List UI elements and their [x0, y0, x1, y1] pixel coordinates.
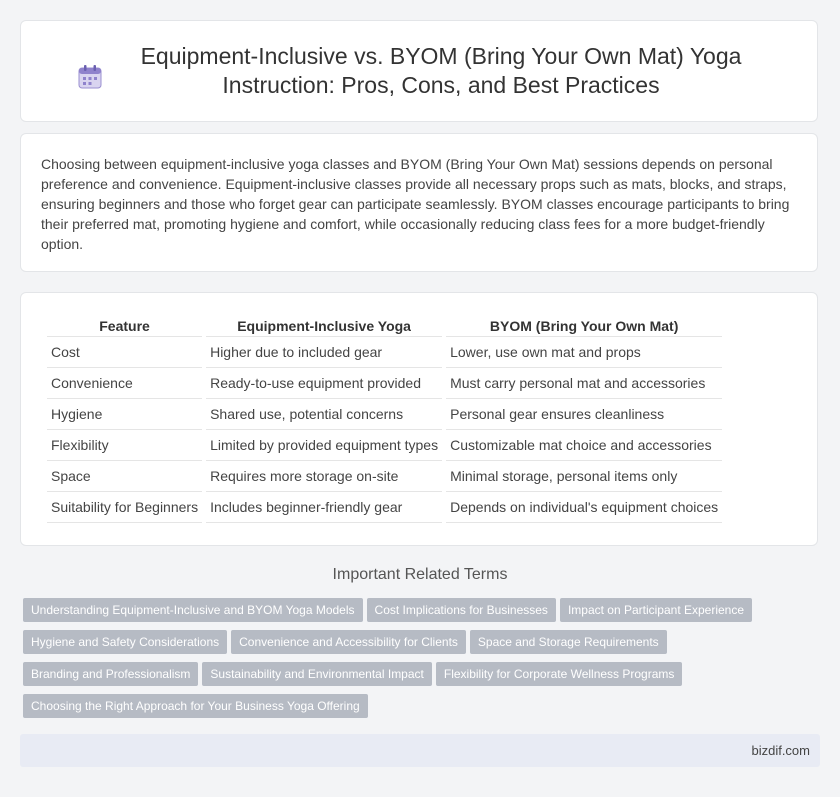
- table-cell: Cost: [47, 337, 203, 368]
- table-cell: Shared use, potential concerns: [206, 399, 443, 430]
- table-row: Flexibility Limited by provided equipmen…: [47, 430, 723, 461]
- table-cell: Minimal storage, personal items only: [446, 461, 723, 492]
- related-term-tag[interactable]: Cost Implications for Businesses: [366, 598, 556, 622]
- table-cell: Customizable mat choice and accessories: [446, 430, 723, 461]
- intro-text: Choosing between equipment-inclusive yog…: [41, 156, 790, 252]
- table-cell: Space: [47, 461, 203, 492]
- related-term-tag[interactable]: Flexibility for Corporate Wellness Progr…: [435, 662, 683, 686]
- table-cell: Ready-to-use equipment provided: [206, 368, 443, 399]
- related-term-tag[interactable]: Hygiene and Safety Considerations: [23, 630, 228, 654]
- title-card: Equipment-Inclusive vs. BYOM (Bring Your…: [20, 20, 818, 122]
- table-cell: Hygiene: [47, 399, 203, 430]
- calendar-icon: [78, 65, 102, 89]
- table-cell: Personal gear ensures cleanliness: [446, 399, 723, 430]
- table-cell: Convenience: [47, 368, 203, 399]
- table-row: Hygiene Shared use, potential concerns P…: [47, 399, 723, 430]
- table-row: Suitability for Beginners Includes begin…: [47, 492, 723, 523]
- header-equipment-inclusive: Equipment-Inclusive Yoga: [206, 313, 443, 337]
- comparison-table: Feature Equipment-Inclusive Yoga BYOM (B…: [43, 313, 726, 523]
- footer: bizdif.com: [20, 734, 820, 767]
- table-cell: Includes beginner-friendly gear: [206, 492, 443, 523]
- table-cell: Depends on individual's equipment choice…: [446, 492, 723, 523]
- table-cell: Limited by provided equipment types: [206, 430, 443, 461]
- related-term-tag[interactable]: Impact on Participant Experience: [559, 598, 753, 622]
- footer-site-link[interactable]: bizdif.com: [751, 743, 810, 758]
- related-term-tag[interactable]: Understanding Equipment-Inclusive and BY…: [23, 598, 363, 622]
- table-cell: Must carry personal mat and accessories: [446, 368, 723, 399]
- table-row: Space Requires more storage on-site Mini…: [47, 461, 723, 492]
- related-term-tag[interactable]: Sustainability and Environmental Impact: [202, 662, 432, 686]
- header-byom: BYOM (Bring Your Own Mat): [446, 313, 723, 337]
- comparison-card: Feature Equipment-Inclusive Yoga BYOM (B…: [20, 292, 818, 546]
- related-term-tag[interactable]: Convenience and Accessibility for Client…: [231, 630, 466, 654]
- table-cell: Flexibility: [47, 430, 203, 461]
- table-cell: Lower, use own mat and props: [446, 337, 723, 368]
- related-terms-heading: Important Related Terms: [332, 566, 508, 583]
- header-feature: Feature: [47, 313, 203, 337]
- related-term-tag[interactable]: Choosing the Right Approach for Your Bus…: [23, 694, 368, 718]
- table-cell: Higher due to included gear: [206, 337, 443, 368]
- title-wrap: Equipment-Inclusive vs. BYOM (Bring Your…: [77, 42, 761, 100]
- table-cell: Suitability for Beginners: [47, 492, 203, 523]
- table-row: Cost Higher due to included gear Lower, …: [47, 337, 723, 368]
- related-term-tag[interactable]: Branding and Professionalism: [23, 662, 199, 686]
- related-terms-list: Understanding Equipment-Inclusive and BY…: [23, 598, 813, 726]
- related-term-tag[interactable]: Space and Storage Requirements: [469, 630, 667, 654]
- table-header-row: Feature Equipment-Inclusive Yoga BYOM (B…: [47, 313, 723, 337]
- table-row: Convenience Ready-to-use equipment provi…: [47, 368, 723, 399]
- intro-card: Choosing between equipment-inclusive yog…: [20, 133, 818, 272]
- table-cell: Requires more storage on-site: [206, 461, 443, 492]
- page-title: Equipment-Inclusive vs. BYOM (Bring Your…: [140, 43, 742, 98]
